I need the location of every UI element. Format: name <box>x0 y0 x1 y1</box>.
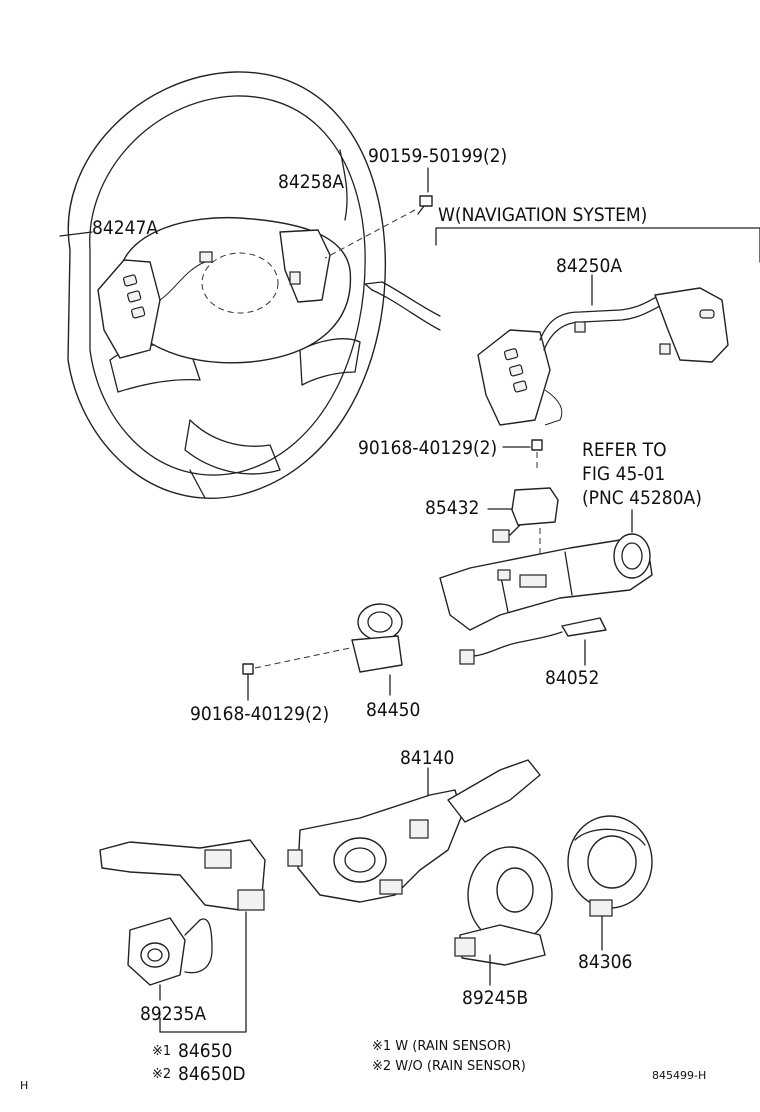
label-84052: 84052 <box>545 667 600 689</box>
steering-wheel <box>59 71 441 499</box>
part-89245b <box>454 846 553 986</box>
label-screw-mid: 90168-40129(2) <box>358 437 498 459</box>
label-84258a: 84258A <box>278 171 345 193</box>
label-note1-mark: ※1 <box>152 1044 172 1059</box>
label-84250a: 84250A <box>556 255 623 277</box>
label-84140: 84140 <box>400 747 455 769</box>
part-84450 <box>242 603 403 701</box>
label-84650d: 84650D <box>178 1063 246 1085</box>
label-refer-3: (PNC 45280A) <box>582 487 702 509</box>
part-84650 <box>99 839 266 1033</box>
label-84247a: 84247A <box>92 217 159 239</box>
part-89235a <box>127 917 213 1001</box>
label-84650: 84650 <box>178 1040 233 1062</box>
label-note2-mark: ※2 <box>152 1067 172 1082</box>
part-84052 <box>459 617 607 666</box>
label-refer-1: REFER TO <box>582 439 667 461</box>
label-84450: 84450 <box>366 699 421 721</box>
reference-code: 845499-H <box>652 1069 707 1082</box>
part-85432 <box>487 487 559 560</box>
legend-no-rain-sensor: ※2 W/O (RAIN SENSOR) <box>372 1059 526 1074</box>
bolt-90159 <box>324 167 433 259</box>
part-84306 <box>567 815 653 951</box>
part-84140 <box>287 759 541 903</box>
label-bolt-90159: 90159-50199(2) <box>368 145 508 167</box>
nav-bracket <box>435 227 760 263</box>
corner-mark: H <box>20 1079 29 1092</box>
label-screw-low: 90168-40129(2) <box>190 703 330 725</box>
label-nav-system: W(NAVIGATION SYSTEM) <box>438 204 648 226</box>
screw-90168-mid <box>502 439 543 470</box>
label-89235a: 89235A <box>140 1003 207 1025</box>
part-84250a <box>477 274 729 426</box>
steering-column <box>439 509 653 631</box>
label-refer-2: FIG 45-01 <box>582 463 666 485</box>
label-85432: 85432 <box>425 497 480 519</box>
label-84306: 84306 <box>578 951 633 973</box>
legend-rain-sensor: ※1 W (RAIN SENSOR) <box>372 1039 512 1054</box>
label-89245b: 89245B <box>462 987 529 1009</box>
